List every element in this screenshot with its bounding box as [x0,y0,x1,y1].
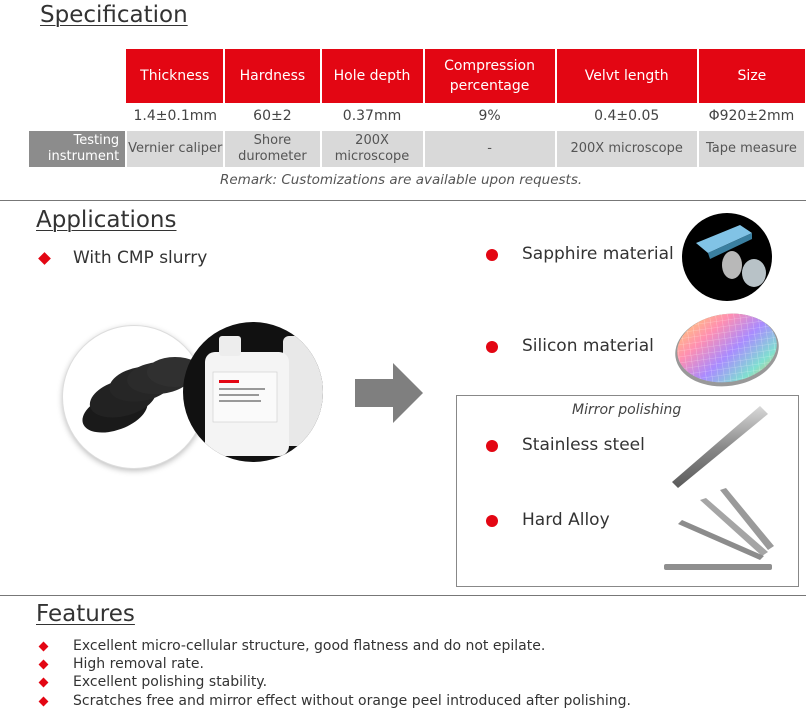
instrument-size: Tape measure [697,129,806,167]
diamond-bullet-icon [38,659,49,670]
diamond-bullet-icon [38,677,49,688]
silicon-material-label: Silicon material [522,336,654,356]
sapphire-material-label: Sapphire material [522,244,674,264]
feature-item: Excellent polishing stability. [73,674,268,690]
dot-bullet-icon [486,249,498,261]
value-size: Φ920±2mm [697,103,806,130]
instrument-hardness: Shore durometer [224,129,322,167]
section-divider [0,200,806,201]
cmp-slurry-label: With CMP slurry [73,248,208,268]
applications-title: Applications [36,207,177,233]
stainless-steel-label: Stainless steel [522,435,645,455]
header-hardness: Hardness [224,49,322,103]
testing-instrument-label: Testing instrument [29,129,128,167]
sapphire-material-image [682,213,772,301]
dot-bullet-icon [486,341,498,353]
feature-item: Excellent micro-cellular structure, good… [73,638,546,654]
instrument-hole-depth: 200X microscope [320,129,425,167]
value-velvt-length: 0.4±0.05 [555,103,699,130]
diamond-bullet-icon [38,252,51,265]
header-velvt-length: Velvt length [555,49,699,103]
section-divider [0,595,806,596]
instrument-thickness: Vernier caliper [126,129,226,167]
specification-table: Thickness Hardness Hole depth Compressio… [29,49,806,167]
specification-title: Specification [40,2,188,28]
feature-item: High removal rate. [73,656,204,672]
cmp-slurry-bottle-image [183,322,323,462]
features-title: Features [36,601,135,627]
header-thickness: Thickness [126,49,226,103]
silicon-wafer-image [672,308,782,396]
value-thickness: 1.4±0.1mm [126,103,226,130]
diamond-bullet-icon [38,696,49,707]
value-hole-depth: 0.37mm [320,103,425,130]
dot-bullet-icon [486,440,498,452]
feature-item: Scratches free and mirror effect without… [73,693,631,709]
instrument-compression: - [423,129,557,167]
hard-alloy-rods-image [660,486,780,580]
value-hardness: 60±2 [224,103,322,130]
mirror-polishing-title: Mirror polishing [572,402,682,418]
diamond-bullet-icon [38,641,49,652]
hard-alloy-label: Hard Alloy [522,510,610,530]
instrument-velvt-length: 200X microscope [555,129,699,167]
arrow-right-icon [355,363,425,427]
stainless-steel-rod-image [664,402,774,496]
header-compression-percentage: Compression percentage [423,49,557,103]
dot-bullet-icon [486,515,498,527]
header-size: Size [697,49,805,103]
remark-text: Remark: Customizations are available upo… [220,172,583,188]
value-compression: 9% [423,103,557,130]
header-hole-depth: Hole depth [320,49,425,103]
